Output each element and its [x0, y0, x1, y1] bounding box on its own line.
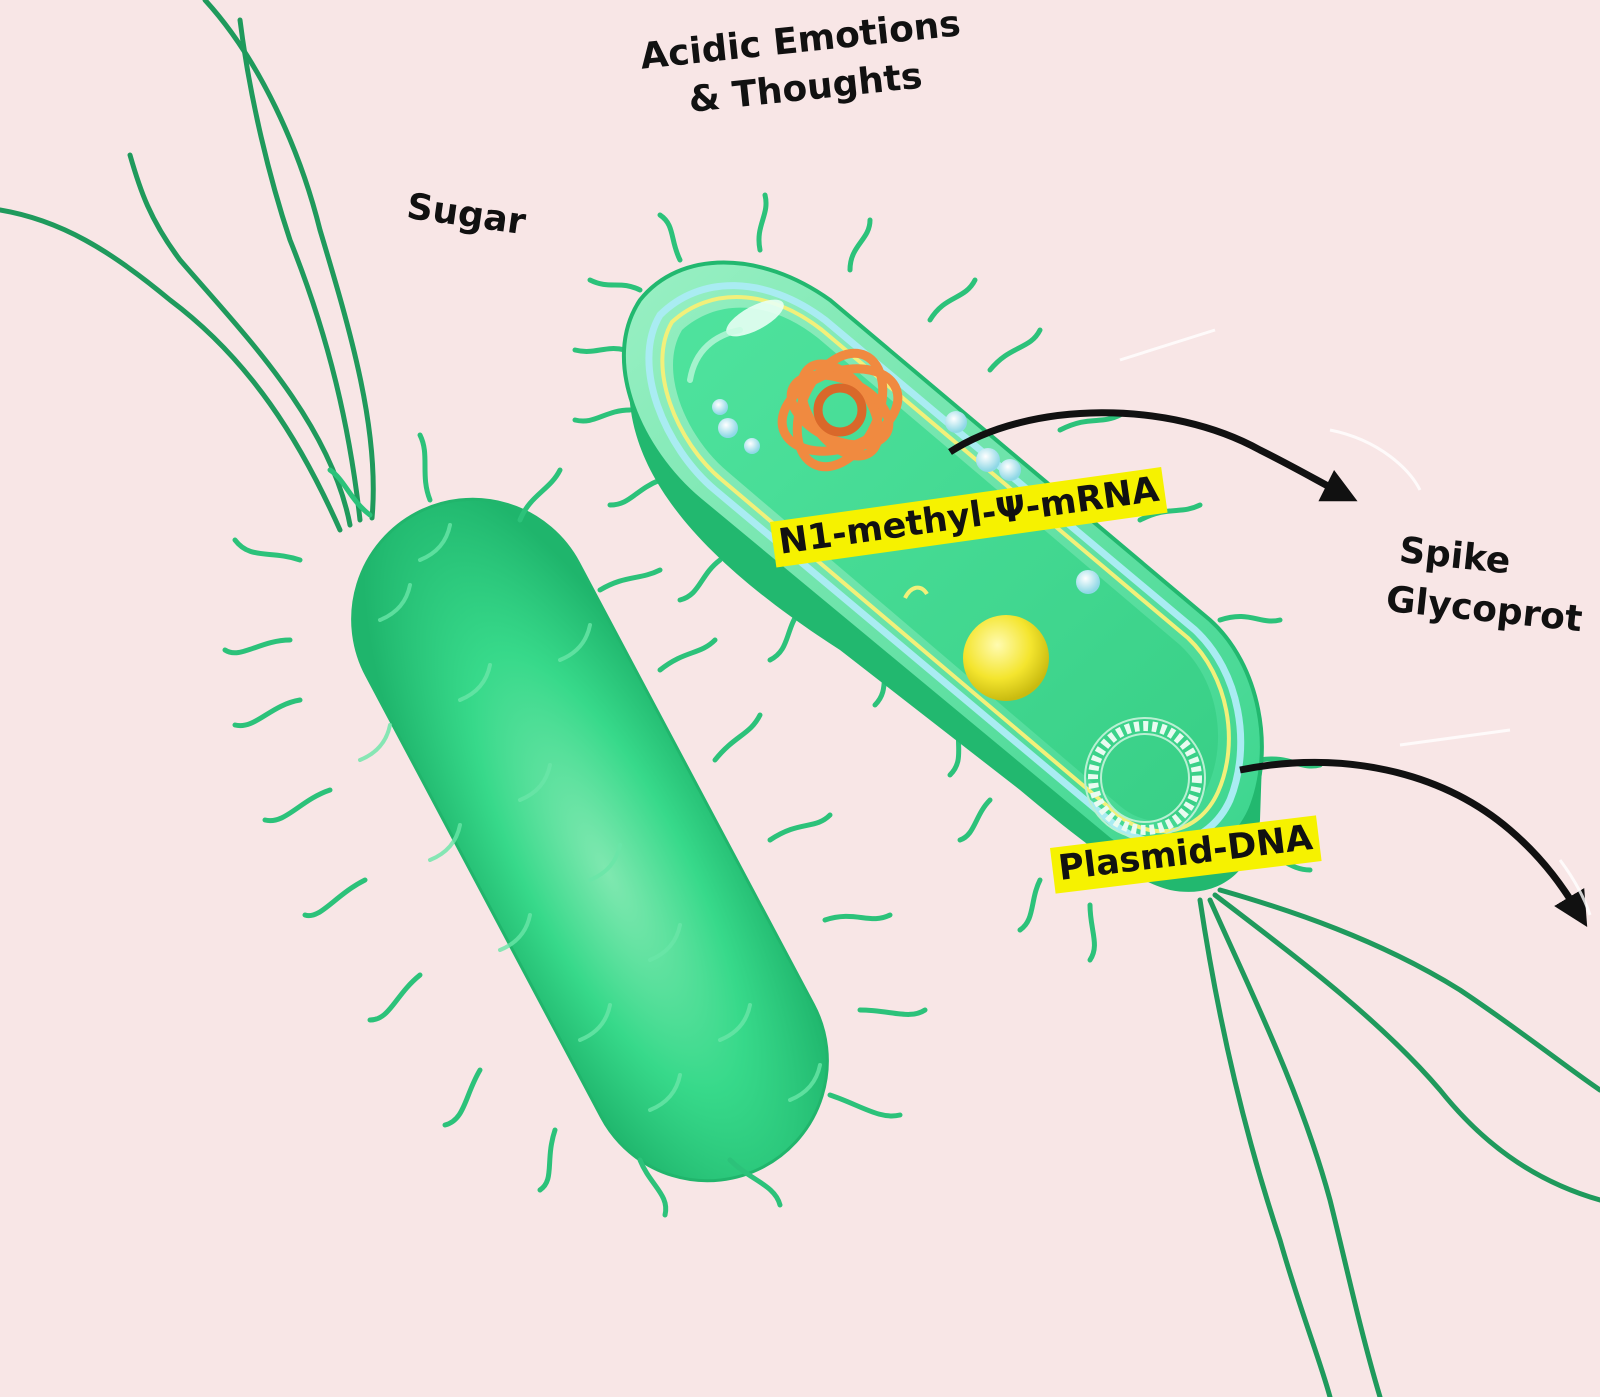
- left-flagella: [0, 0, 373, 530]
- spike-glycoprotein-label: Spike Glycoprot: [1392, 526, 1590, 645]
- storage-granule-icon: [963, 615, 1049, 701]
- right-flagella: [1200, 890, 1600, 1397]
